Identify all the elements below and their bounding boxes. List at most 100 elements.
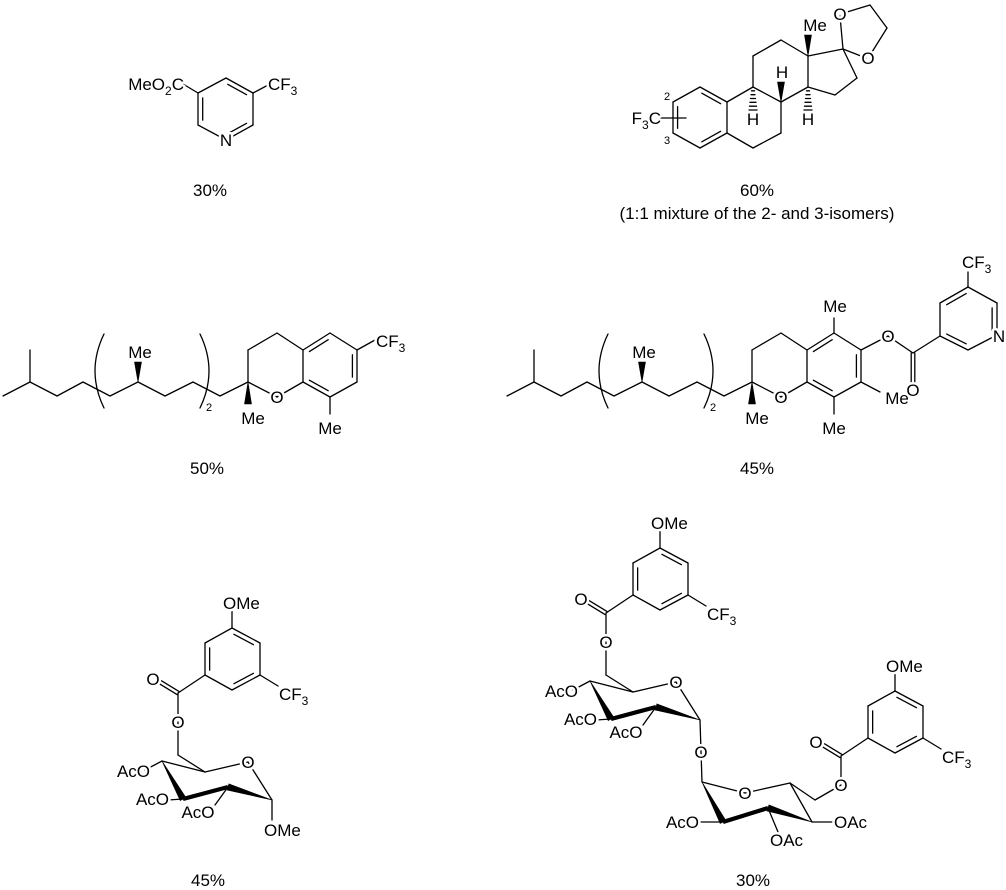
yield-compound-4: 45% xyxy=(740,459,774,478)
bond xyxy=(668,381,698,397)
bond xyxy=(109,381,139,397)
bond xyxy=(661,592,683,605)
cf3-label: CF3 xyxy=(962,253,992,276)
bond xyxy=(812,339,833,353)
bond xyxy=(833,332,862,351)
bond xyxy=(846,4,871,13)
label-part: CF xyxy=(707,605,730,624)
yield-compound-5: 45% xyxy=(191,871,225,890)
subscript: 3 xyxy=(302,694,309,708)
bond xyxy=(308,339,329,353)
position-2-label: 2 xyxy=(664,91,670,103)
wedge-bond xyxy=(654,703,701,721)
bond xyxy=(922,737,942,750)
bond xyxy=(586,602,606,616)
bond xyxy=(726,132,754,149)
bond xyxy=(912,335,941,354)
bond xyxy=(276,381,304,398)
methoxy-label: OMe xyxy=(264,821,301,840)
cf3-label: F3C xyxy=(632,109,661,132)
bond xyxy=(302,332,331,351)
bond xyxy=(247,381,278,398)
bond xyxy=(259,674,279,687)
wedge-bond xyxy=(701,781,727,824)
bond xyxy=(939,286,969,304)
bond xyxy=(247,332,278,351)
cf3-label: CF3 xyxy=(268,75,298,98)
bond xyxy=(842,48,867,59)
bond xyxy=(589,680,634,693)
acetoxy-label: AcO xyxy=(545,682,578,701)
methyl-label: Me xyxy=(822,419,846,438)
bond xyxy=(595,718,612,721)
subscript: 3 xyxy=(965,757,972,771)
carbonyl-oxygen-label: O xyxy=(906,381,919,400)
glycosidic-oxygen-label: O xyxy=(694,743,707,762)
acetoxy-label: AcO xyxy=(136,790,169,809)
bond xyxy=(867,690,896,707)
bond xyxy=(137,381,166,397)
bond xyxy=(946,292,967,306)
methyl-label: Me xyxy=(128,343,152,362)
bond xyxy=(780,86,809,103)
label-part: CF xyxy=(376,332,399,351)
bond xyxy=(823,742,843,756)
acetoxy-label: AcO xyxy=(181,803,214,822)
hashed-bond xyxy=(803,90,813,111)
bond xyxy=(806,381,835,398)
bond xyxy=(814,784,842,801)
methoxy-label: OMe xyxy=(886,657,923,676)
subscript: 3 xyxy=(291,84,298,98)
yield-compound-3: 50% xyxy=(190,459,224,478)
bond xyxy=(2,381,31,397)
bond xyxy=(231,674,261,691)
bond xyxy=(675,681,701,721)
bond xyxy=(233,633,255,646)
wedge-bond xyxy=(766,804,813,823)
bond xyxy=(946,333,967,345)
bond xyxy=(29,381,58,397)
bond xyxy=(560,381,588,397)
bond xyxy=(967,334,998,351)
bond xyxy=(641,381,670,397)
wedge-bond xyxy=(226,783,273,801)
yield-compound-2: 60% xyxy=(740,181,774,200)
bond xyxy=(329,332,358,351)
bond xyxy=(182,83,199,94)
label-part: CF xyxy=(268,75,291,94)
bond xyxy=(225,124,254,141)
wedge-bond xyxy=(804,34,812,57)
bond xyxy=(204,627,233,644)
bond xyxy=(723,381,753,397)
bond xyxy=(276,332,304,351)
acetoxy-label: OAc xyxy=(770,831,804,850)
bond xyxy=(572,680,591,691)
bond xyxy=(661,553,683,566)
bond xyxy=(699,132,728,149)
bond xyxy=(588,599,608,613)
bond xyxy=(672,132,701,149)
bond xyxy=(329,381,358,398)
bond xyxy=(807,48,844,57)
bond xyxy=(632,547,661,564)
bond xyxy=(780,381,808,398)
ester-oxygen-label: O xyxy=(171,713,184,732)
bond xyxy=(252,83,271,94)
bond xyxy=(227,83,248,96)
ring-oxygen-label: O xyxy=(738,784,751,803)
bond xyxy=(605,594,634,614)
bond xyxy=(164,381,194,397)
bond xyxy=(659,547,689,564)
bond xyxy=(204,761,249,773)
bond xyxy=(177,674,206,694)
wedge-bond xyxy=(244,381,252,405)
bond xyxy=(751,332,782,351)
bond xyxy=(869,4,888,29)
carbonyl-oxygen-label: O xyxy=(574,590,587,609)
subscript: 3 xyxy=(985,262,992,276)
bond xyxy=(789,782,816,801)
hydrogen-label: H xyxy=(776,63,788,82)
